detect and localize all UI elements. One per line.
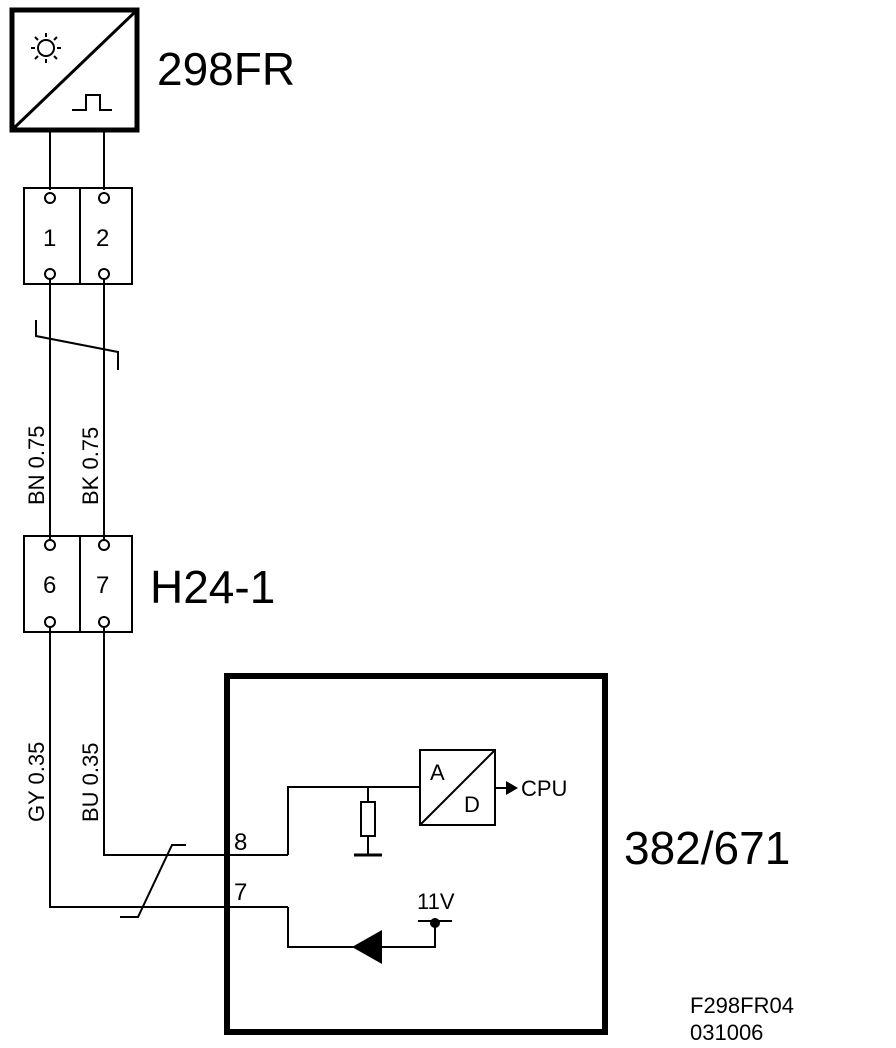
supply-label: 11V [417, 889, 455, 914]
connector-label: H24-1 [150, 561, 275, 613]
sensor-298fr: 298FR [9, 7, 295, 133]
ecu-label: 382/671 [624, 822, 790, 874]
figure-date: 031006 [690, 1020, 763, 1045]
sun-icon [31, 33, 61, 63]
wire-gy: GY 0.35 [24, 742, 49, 822]
wire-bk: BK 0.75 [78, 427, 103, 505]
adc-converter: A D [419, 749, 496, 826]
ecu-pin-8: 8 [234, 829, 247, 856]
pin-6: 6 [43, 572, 56, 599]
arrow-left-icon [352, 930, 382, 964]
connector-top: 1 2 [23, 187, 133, 285]
ecu-382-671: 8 7 A D CPU 11V [224, 673, 608, 1035]
adc-d: D [464, 792, 480, 817]
connector-h24-1: 6 7 H24-1 [23, 535, 275, 633]
cpu-label: CPU [521, 776, 567, 801]
wire-labels-upper: BN 0.75 BK 0.75 [24, 426, 103, 506]
wire-bn: BN 0.75 [24, 426, 49, 506]
figure-code: F298FR04 [690, 993, 794, 1018]
wire-labels-lower: GY 0.35 BU 0.35 [24, 742, 103, 822]
ecu-pin-7: 7 [234, 879, 247, 906]
pin-1: 1 [43, 225, 56, 252]
arrow-right-icon [506, 781, 518, 795]
pulse-icon [72, 94, 112, 111]
adc-a: A [430, 760, 445, 785]
pin-2: 2 [96, 225, 109, 252]
wire-bu: BU 0.35 [78, 743, 103, 823]
supply-node [430, 918, 440, 928]
sensor-label: 298FR [157, 43, 295, 95]
pin-7: 7 [96, 572, 109, 599]
